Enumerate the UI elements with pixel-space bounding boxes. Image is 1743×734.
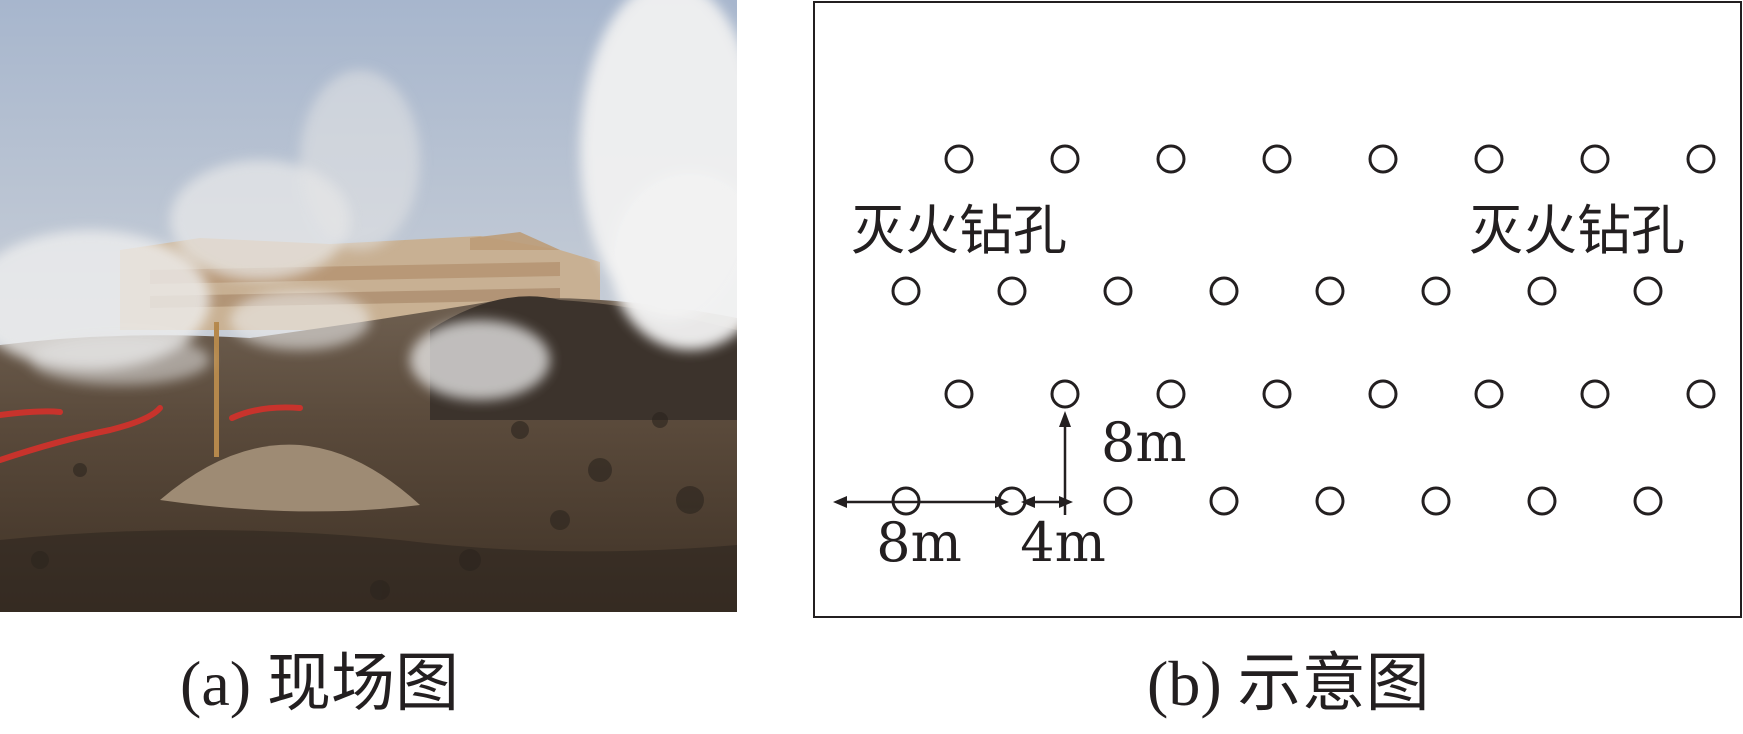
borehole xyxy=(1103,486,1133,516)
label-boreholes-left: 灭火钻孔 xyxy=(851,199,1067,262)
borehole-grid xyxy=(891,144,1716,516)
borehole xyxy=(1156,379,1186,409)
borehole xyxy=(1527,276,1557,306)
borehole xyxy=(1209,276,1239,306)
label-offset: 4m xyxy=(1020,511,1106,574)
borehole xyxy=(1315,276,1345,306)
caption-schematic: (b) 示意图 xyxy=(1147,648,1430,719)
borehole xyxy=(1686,144,1716,174)
borehole xyxy=(1368,379,1398,409)
label-vertical-spacing: 8m xyxy=(1101,411,1187,474)
borehole xyxy=(1103,276,1133,306)
caption-site-photo: (a) 现场图 xyxy=(180,648,460,719)
label-horizontal-spacing: 8m xyxy=(876,511,962,574)
borehole xyxy=(1580,144,1610,174)
borehole xyxy=(1633,276,1663,306)
borehole xyxy=(891,276,921,306)
offset-arrow xyxy=(1021,496,1073,508)
borehole xyxy=(944,144,974,174)
borehole xyxy=(1527,486,1557,516)
borehole xyxy=(1262,379,1292,409)
borehole xyxy=(1474,379,1504,409)
smoke-plumes xyxy=(0,0,737,400)
borehole xyxy=(1368,144,1398,174)
borehole xyxy=(1262,144,1292,174)
borehole xyxy=(1421,276,1451,306)
site-photo xyxy=(0,0,737,612)
borehole-schematic: 灭火钻孔 灭火钻孔 8m 8m 4m xyxy=(813,1,1742,618)
horizontal-spacing-arrow xyxy=(833,496,1009,508)
borehole xyxy=(1421,486,1451,516)
schematic-frame xyxy=(813,1,1742,618)
borehole xyxy=(1580,379,1610,409)
borehole xyxy=(1050,144,1080,174)
marker-pole xyxy=(214,322,219,457)
rubble-texture xyxy=(31,412,704,600)
borehole xyxy=(944,379,974,409)
dirt-mound xyxy=(160,444,420,512)
borehole xyxy=(1474,144,1504,174)
borehole xyxy=(1050,379,1080,409)
fire-hoses xyxy=(0,404,303,463)
label-boreholes-right: 灭火钻孔 xyxy=(1469,199,1685,262)
borehole xyxy=(1315,486,1345,516)
borehole xyxy=(1156,144,1186,174)
borehole xyxy=(1633,486,1663,516)
borehole xyxy=(1686,379,1716,409)
borehole xyxy=(997,276,1027,306)
borehole xyxy=(1209,486,1239,516)
